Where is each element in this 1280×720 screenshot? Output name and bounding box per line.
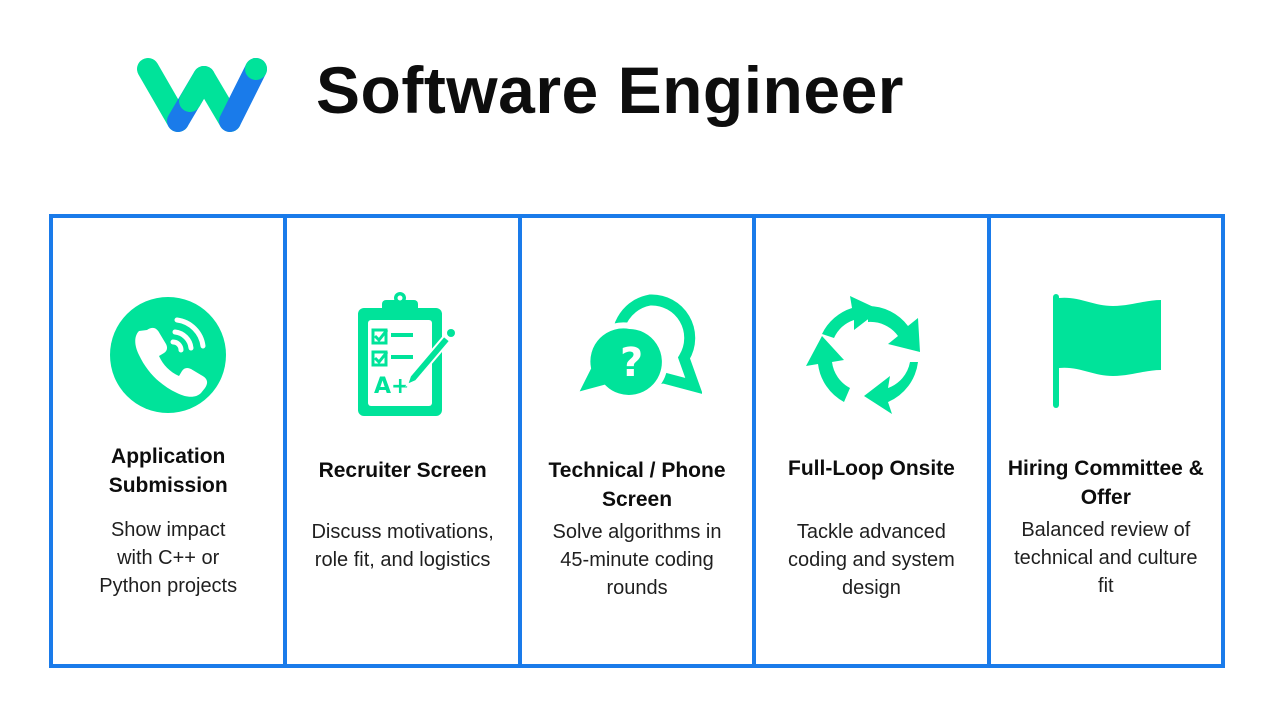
- step-description: Solve algorithms in 45-minute coding rou…: [552, 521, 722, 599]
- step-title: Recruiter Screen: [318, 459, 487, 482]
- cycle-arrows-icon: [806, 296, 921, 414]
- svg-text:?: ?: [620, 340, 643, 386]
- flag-icon: [1052, 294, 1161, 408]
- step-description: Discuss motivations, role fit, and logis…: [311, 521, 494, 571]
- step-description: Balanced review of technical and culture…: [1014, 519, 1198, 597]
- step-technical-phone-screen: ? Technical / Phone Screen Solve algorit…: [517, 214, 757, 668]
- clipboard-checklist-icon: A+: [357, 292, 455, 416]
- step-title: Hiring Committee & Offer: [1007, 457, 1204, 509]
- clipboard-grade: A+: [374, 374, 409, 399]
- hiring-process-steps: Application Submission Show impact with …: [49, 214, 1226, 668]
- step-recruiter-screen: A+ Recruiter Screen Discuss motivations,…: [283, 214, 522, 668]
- step-title: Full-Loop Onsite: [788, 457, 955, 480]
- company-logo: [137, 58, 267, 132]
- step-application-submission: Application Submission Show impact with …: [49, 214, 288, 668]
- question-chat-bubbles-icon: ?: [572, 294, 703, 401]
- step-title: Application Submission: [108, 445, 228, 497]
- step-title: Technical / Phone Screen: [548, 459, 726, 511]
- step-description: Tackle advanced coding and system design: [788, 521, 955, 599]
- phone-call-icon: [110, 297, 227, 413]
- page-title: Software Engineer: [316, 53, 904, 127]
- step-full-loop-onsite: Full-Loop Onsite Tackle advanced coding …: [752, 214, 991, 668]
- step-description: Show impact with C++ or Python projects: [99, 519, 238, 597]
- step-hiring-committee-offer: Hiring Committee & Offer Balanced review…: [986, 214, 1226, 668]
